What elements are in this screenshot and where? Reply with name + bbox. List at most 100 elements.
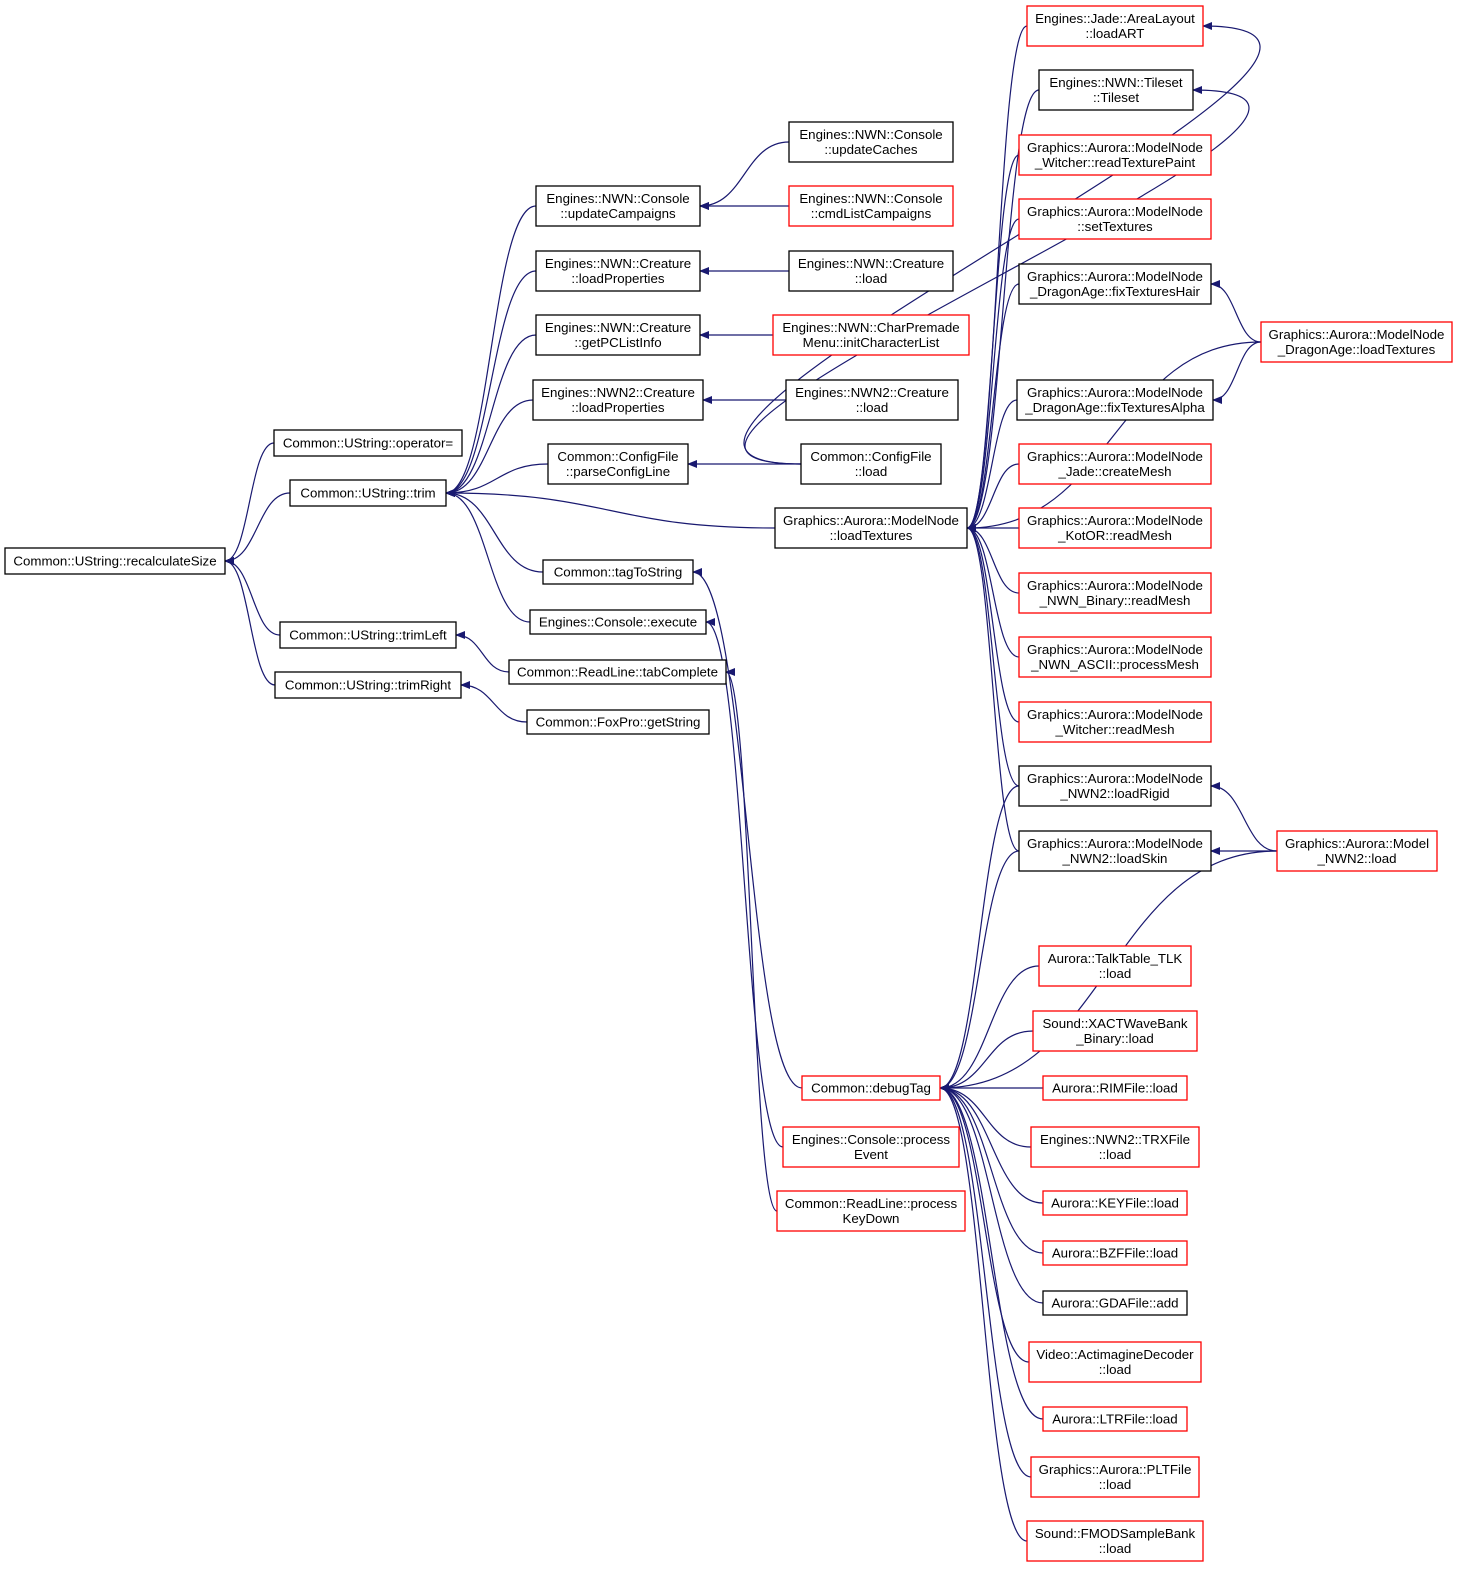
node-fmod[interactable]: Sound::FMODSampleBank::load	[1026, 1520, 1204, 1562]
node-tileset[interactable]: Engines::NWN::Tileset::Tileset	[1038, 69, 1194, 111]
node-gda[interactable]: Aurora::GDAFile::add	[1042, 1290, 1188, 1316]
node-label: Aurora::RIMFile::load	[1052, 1081, 1178, 1096]
node-parseCfg[interactable]: Common::ConfigFile::parseConfigLine	[547, 443, 689, 485]
node-consExec[interactable]: Engines::Console::execute	[529, 609, 707, 635]
node-key[interactable]: Aurora::KEYFile::load	[1042, 1190, 1188, 1216]
node-box	[526, 709, 710, 735]
node-kotorMesh[interactable]: Graphics::Aurora::ModelNode_KotOR::readM…	[1018, 507, 1212, 549]
node-debugTag[interactable]: Common::debugTag	[801, 1075, 941, 1101]
node-label: ::load	[1099, 1362, 1132, 1377]
edge-daAlpha-to-mnLoadTex	[966, 399, 1018, 532]
node-ltr[interactable]: Aurora::LTRFile::load	[1042, 1406, 1188, 1432]
node-cfgLoad[interactable]: Common::ConfigFile::load	[800, 443, 942, 485]
node-creLoad[interactable]: Engines::NWN::Creature::load	[788, 250, 954, 292]
node-updCamp[interactable]: Engines::NWN::Console::updateCampaigns	[535, 185, 701, 227]
node-label: ::load	[1099, 1477, 1132, 1492]
node-label: Menu::initCharacterList	[803, 335, 940, 350]
node-label: Graphics::Aurora::ModelNode	[1027, 578, 1203, 593]
node-box	[274, 671, 462, 699]
node-daLoadTex[interactable]: Graphics::Aurora::ModelNode_DragonAge::l…	[1260, 321, 1453, 363]
node-label: ::updateCaches	[824, 142, 917, 157]
node-bzf[interactable]: Aurora::BZFFile::load	[1042, 1240, 1188, 1266]
node-box	[1042, 1240, 1188, 1266]
node-label: _NWN2::loadRigid	[1059, 786, 1169, 801]
node-label: Engines::NWN2::Creature	[795, 385, 949, 400]
node-box	[279, 621, 457, 649]
node-box	[1042, 1406, 1188, 1432]
node-label: Engines::NWN2::TRXFile	[1040, 1132, 1190, 1147]
node-label: ::setTextures	[1077, 219, 1153, 234]
node-box	[547, 443, 689, 485]
node-cmdList[interactable]: Engines::NWN::Console::cmdListCampaigns	[788, 185, 954, 227]
node-jadeMesh[interactable]: Graphics::Aurora::ModelNode_Jade::create…	[1018, 443, 1212, 485]
node-label: ::loadTextures	[830, 528, 913, 543]
node-trimRight[interactable]: Common::UString::trimRight	[274, 671, 462, 699]
node-label: Engines::NWN::Creature	[545, 256, 691, 271]
node-trimLeft[interactable]: Common::UString::trimLeft	[279, 621, 457, 649]
node-nwnAscii[interactable]: Graphics::Aurora::ModelNode_NWN_ASCII::p…	[1018, 636, 1212, 678]
node-witchMesh[interactable]: Graphics::Aurora::ModelNode_Witcher::rea…	[1018, 701, 1212, 743]
edge-daLoadTex-to-daHair	[1210, 280, 1262, 343]
node-label: ::cmdListCampaigns	[811, 206, 932, 221]
node-actim[interactable]: Video::ActimagineDecoder::load	[1028, 1341, 1202, 1383]
node-box	[535, 250, 701, 292]
node-trx[interactable]: Engines::NWN2::TRXFile::load	[1030, 1126, 1200, 1168]
edge-key-to-debugTag	[939, 1084, 1044, 1204]
node-nwn2Skin[interactable]: Graphics::Aurora::ModelNode_NWN2::loadSk…	[1018, 830, 1212, 872]
node-box	[1016, 379, 1214, 421]
node-label: Graphics::Aurora::ModelNode	[1027, 385, 1203, 400]
node-label: Graphics::Aurora::ModelNode	[1027, 707, 1203, 722]
node-nwn2Rigid[interactable]: Graphics::Aurora::ModelNode_NWN2::loadRi…	[1018, 765, 1212, 807]
node-xact[interactable]: Sound::XACTWaveBank_Binary::load	[1032, 1010, 1198, 1052]
node-foxGet[interactable]: Common::FoxPro::getString	[526, 709, 710, 735]
node-label: _NWN_ASCII::processMesh	[1030, 657, 1199, 672]
node-label: Engines::NWN::Tileset	[1049, 75, 1183, 90]
node-box	[1260, 321, 1453, 363]
node-updCaches[interactable]: Engines::NWN::Console::updateCaches	[788, 121, 954, 163]
node-creLoadProps[interactable]: Engines::NWN::Creature::loadProperties	[535, 250, 701, 292]
node-box	[1018, 572, 1212, 614]
node-initChar[interactable]: Engines::NWN::CharPremadeMenu::initChara…	[772, 314, 970, 356]
node-trim[interactable]: Common::UString::trim	[289, 479, 447, 507]
node-recalc[interactable]: Common::UString::recalculateSize	[4, 547, 226, 575]
edge-gda-to-debugTag	[939, 1084, 1044, 1304]
edge-nwnAscii-to-mnLoadTex	[966, 524, 1020, 658]
node-label: Engines::Console::execute	[539, 615, 697, 630]
node-mnLoadTex[interactable]: Graphics::Aurora::ModelNode::loadTexture…	[774, 507, 968, 549]
node-label: Aurora::TalkTable_TLK	[1048, 951, 1183, 966]
node-getPC[interactable]: Engines::NWN::Creature::getPCListInfo	[535, 314, 701, 356]
node-label: _NWN_Binary::readMesh	[1039, 593, 1191, 608]
node-label: ::load	[856, 400, 889, 415]
node-label: Engines::NWN::Console	[546, 191, 689, 206]
node-jadeArt[interactable]: Engines::Jade::AreaLayout::loadART	[1026, 5, 1204, 47]
node-witchPaint[interactable]: Graphics::Aurora::ModelNode_Witcher::rea…	[1018, 134, 1212, 176]
node-nwn2CreLoad[interactable]: Engines::NWN2::Creature::load	[785, 379, 959, 421]
node-label: ::parseConfigLine	[566, 464, 670, 479]
node-nwnBin[interactable]: Graphics::Aurora::ModelNode_NWN_Binary::…	[1018, 572, 1212, 614]
node-label: Common::UString::operator=	[283, 436, 454, 451]
node-nwn2LoadProps[interactable]: Engines::NWN2::Creature::loadProperties	[532, 379, 704, 421]
node-daAlpha[interactable]: Graphics::Aurora::ModelNode_DragonAge::f…	[1016, 379, 1214, 421]
node-label: Engines::NWN::Creature	[545, 320, 691, 335]
node-mdlNwn2[interactable]: Graphics::Aurora::Model_NWN2::load	[1276, 830, 1438, 872]
node-label: Graphics::Aurora::PLTFile	[1039, 1462, 1192, 1477]
node-rim[interactable]: Aurora::RIMFile::load	[1042, 1075, 1188, 1101]
edge-updCaches-to-updCamp	[699, 141, 790, 210]
edge-procEvent-to-consExec	[705, 618, 784, 1148]
node-label: _DragonAge::fixTexturesHair	[1029, 284, 1201, 299]
node-tabComplete[interactable]: Common::ReadLine::tabComplete	[508, 659, 727, 685]
node-box	[1042, 1290, 1188, 1316]
node-label: Common::ReadLine::process	[785, 1196, 958, 1211]
node-tagToString[interactable]: Common::tagToString	[542, 559, 694, 585]
node-label: _Witcher::readTexturePaint	[1034, 155, 1196, 170]
node-label: Common::ConfigFile	[557, 449, 678, 464]
node-daHair[interactable]: Graphics::Aurora::ModelNode_DragonAge::f…	[1018, 263, 1212, 305]
node-setTex[interactable]: Graphics::Aurora::ModelNode::setTextures	[1018, 198, 1212, 240]
node-operatorEq[interactable]: Common::UString::operator=	[273, 429, 463, 457]
node-box	[1038, 69, 1194, 111]
node-tlk[interactable]: Aurora::TalkTable_TLK::load	[1038, 945, 1192, 987]
node-plt[interactable]: Graphics::Aurora::PLTFile::load	[1030, 1456, 1200, 1498]
